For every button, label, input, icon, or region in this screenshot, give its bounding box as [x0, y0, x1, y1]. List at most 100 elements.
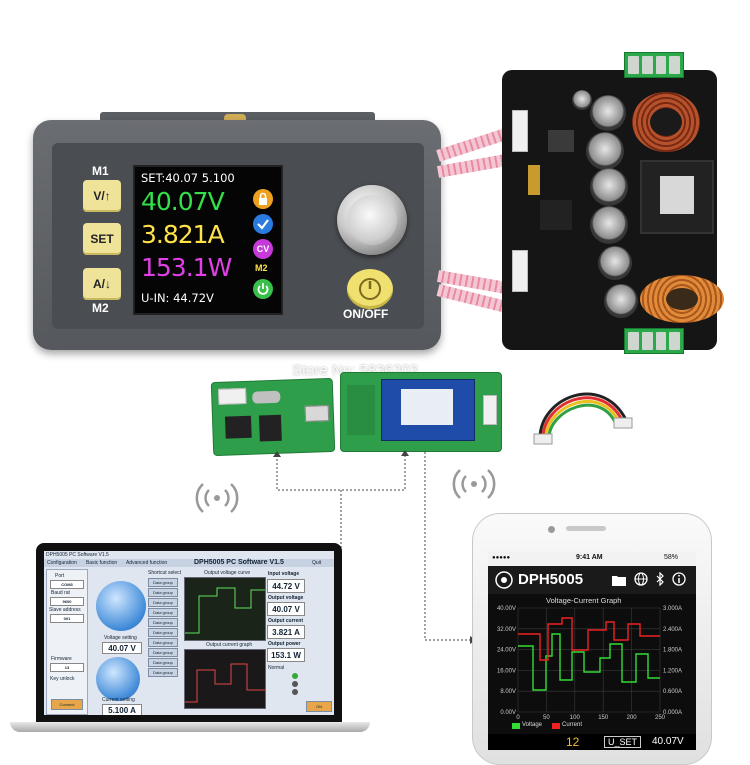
- input-terminal-block: [624, 52, 684, 78]
- psu-bracket-screw: [224, 114, 246, 123]
- lcd-input-voltage: U-IN: 44.72V: [141, 291, 214, 305]
- data-group-button-8[interactable]: Data group: [148, 648, 178, 657]
- bluetooth-chip: [401, 389, 453, 425]
- y-right-tick-label: 1.800A: [663, 648, 682, 654]
- phone-bottom-bar: 12 U_SET 40.07V: [488, 734, 696, 750]
- bottom-number: 12: [566, 735, 580, 749]
- voltage-dial[interactable]: [96, 581, 146, 631]
- connector-bottom: [512, 250, 528, 292]
- lcd-display: SET:40.07 5.100 40.07V 3.821A 153.1W U-I…: [133, 165, 283, 315]
- lcd-voltage: 40.07V: [141, 187, 225, 216]
- capacitor-6: [604, 284, 638, 318]
- data-group-button-2[interactable]: Data group: [148, 588, 178, 597]
- status-battery: 58%: [664, 554, 679, 561]
- phone-camera: [548, 526, 555, 533]
- current-setting-value[interactable]: 5.100 A: [102, 704, 142, 715]
- input-voltage-label: Input voltage: [268, 571, 300, 577]
- data-group-button-6[interactable]: Data group: [148, 628, 178, 637]
- current-curve-graph: [184, 649, 266, 709]
- connect-button[interactable]: Connect: [51, 699, 83, 710]
- laptop-screen: DPH5005 PC Software V1.5 Configuration B…: [44, 551, 334, 715]
- phone-status-bar: ●●●●● 9:41 AM 58%: [488, 552, 696, 566]
- x-tick-label: 0: [516, 715, 520, 721]
- controller-chip: [540, 200, 572, 230]
- phone-screen: ●●●●● 9:41 AM 58% DPH5005 Voltage-Curren…: [488, 552, 696, 750]
- capacitor-2: [586, 132, 624, 170]
- uset-label[interactable]: U_SET: [604, 736, 642, 748]
- y-right-tick-label: 0.000A: [663, 710, 682, 716]
- tab-basic-function[interactable]: Basic function: [86, 560, 118, 566]
- slave-address-input[interactable]: 001: [50, 614, 84, 623]
- data-group-button-3[interactable]: Data group: [148, 598, 178, 607]
- x-tick-label: 100: [570, 715, 581, 721]
- tab-configuration[interactable]: Configuration: [47, 560, 77, 566]
- port-label: Port: [55, 573, 65, 579]
- knob-cap: [347, 195, 397, 245]
- y-right-tick-label: 2.400A: [663, 627, 682, 633]
- data-group-button-1[interactable]: Data group: [148, 578, 178, 587]
- current-setting-label: Current setting: [102, 697, 135, 703]
- tab-advanced-function[interactable]: Advanced function: [126, 560, 168, 566]
- output-voltage-value: 40.07 V: [267, 602, 305, 616]
- data-group-button-5[interactable]: Data group: [148, 618, 178, 627]
- output-on-button[interactable]: ON: [306, 701, 332, 712]
- quit-button[interactable]: Quit: [312, 560, 322, 566]
- output-power-value: 153.1 W: [267, 648, 305, 662]
- baud-select[interactable]: 9600: [50, 597, 84, 606]
- legend-voltage-label: Voltage: [522, 722, 543, 728]
- graph-gridlines: [517, 607, 661, 713]
- inductor-core: [650, 108, 682, 136]
- set-button[interactable]: SET: [83, 223, 121, 255]
- legend-current-label: Current: [562, 722, 583, 728]
- signal-dots-icon: ●●●●●: [492, 555, 511, 561]
- legend-voltage-swatch: [512, 723, 520, 729]
- x-tick-label: 200: [627, 715, 638, 721]
- slave-address-label: Slave address: [49, 607, 81, 613]
- y-right-tick-label: 1.200A: [663, 668, 682, 674]
- current-down-button[interactable]: A/↓: [83, 268, 121, 300]
- y-left-tick-label: 8.00V: [500, 689, 516, 695]
- jumper-cable: [533, 392, 633, 445]
- data-group-button-10[interactable]: Data group: [148, 668, 178, 677]
- graph-title: Voltage-Current Graph: [546, 596, 622, 605]
- info-icon[interactable]: [672, 572, 686, 586]
- status-led-1: [292, 673, 298, 679]
- data-group-button-7[interactable]: Data group: [148, 638, 178, 647]
- firmware-value: 13: [50, 663, 84, 672]
- baud-label: Baud rat: [51, 590, 70, 596]
- port-select[interactable]: COM3: [50, 580, 84, 589]
- phone-speaker: [566, 526, 606, 531]
- current-curve-line: [185, 663, 265, 703]
- voltage-up-button[interactable]: V/↑: [83, 180, 121, 212]
- bluetooth-icon[interactable]: [655, 571, 665, 587]
- output-terminal-block: [624, 328, 684, 354]
- y-left-tick-label: 24.00V: [497, 648, 516, 654]
- voltage-setting-label: Voltage setting: [104, 635, 137, 641]
- shortcut-label: Shortcut select: [148, 570, 182, 576]
- current-series-line: [518, 617, 660, 661]
- on-off-button[interactable]: [347, 269, 393, 309]
- legend-current-swatch: [552, 723, 560, 729]
- folder-icon[interactable]: [612, 573, 626, 586]
- power-on-icon: [253, 279, 273, 299]
- data-group-button-9[interactable]: Data group: [148, 658, 178, 667]
- laptop-base: [10, 722, 370, 732]
- capacitor-3: [590, 168, 628, 206]
- inductor-core-orange: [666, 288, 698, 310]
- current-dial[interactable]: [96, 657, 140, 701]
- input-voltage-value: 44.72 V: [267, 579, 305, 593]
- voltage-series-line: [518, 633, 660, 691]
- voltage-setting-value[interactable]: 40.07 V: [102, 642, 142, 654]
- tab-bar: Configuration Basic function Advanced fu…: [44, 559, 334, 567]
- m2-label: M2: [92, 301, 109, 315]
- x-tick-label: 50: [543, 715, 550, 721]
- x-tick-label: 250: [655, 715, 666, 721]
- y-left-tick-label: 32.00V: [497, 627, 516, 633]
- data-group-button-4[interactable]: Data group: [148, 608, 178, 617]
- capacitor-small: [572, 90, 592, 110]
- globe-icon[interactable]: [634, 572, 648, 586]
- key-unlock-label: Key unlock: [50, 676, 75, 682]
- status-led-3: [292, 689, 298, 695]
